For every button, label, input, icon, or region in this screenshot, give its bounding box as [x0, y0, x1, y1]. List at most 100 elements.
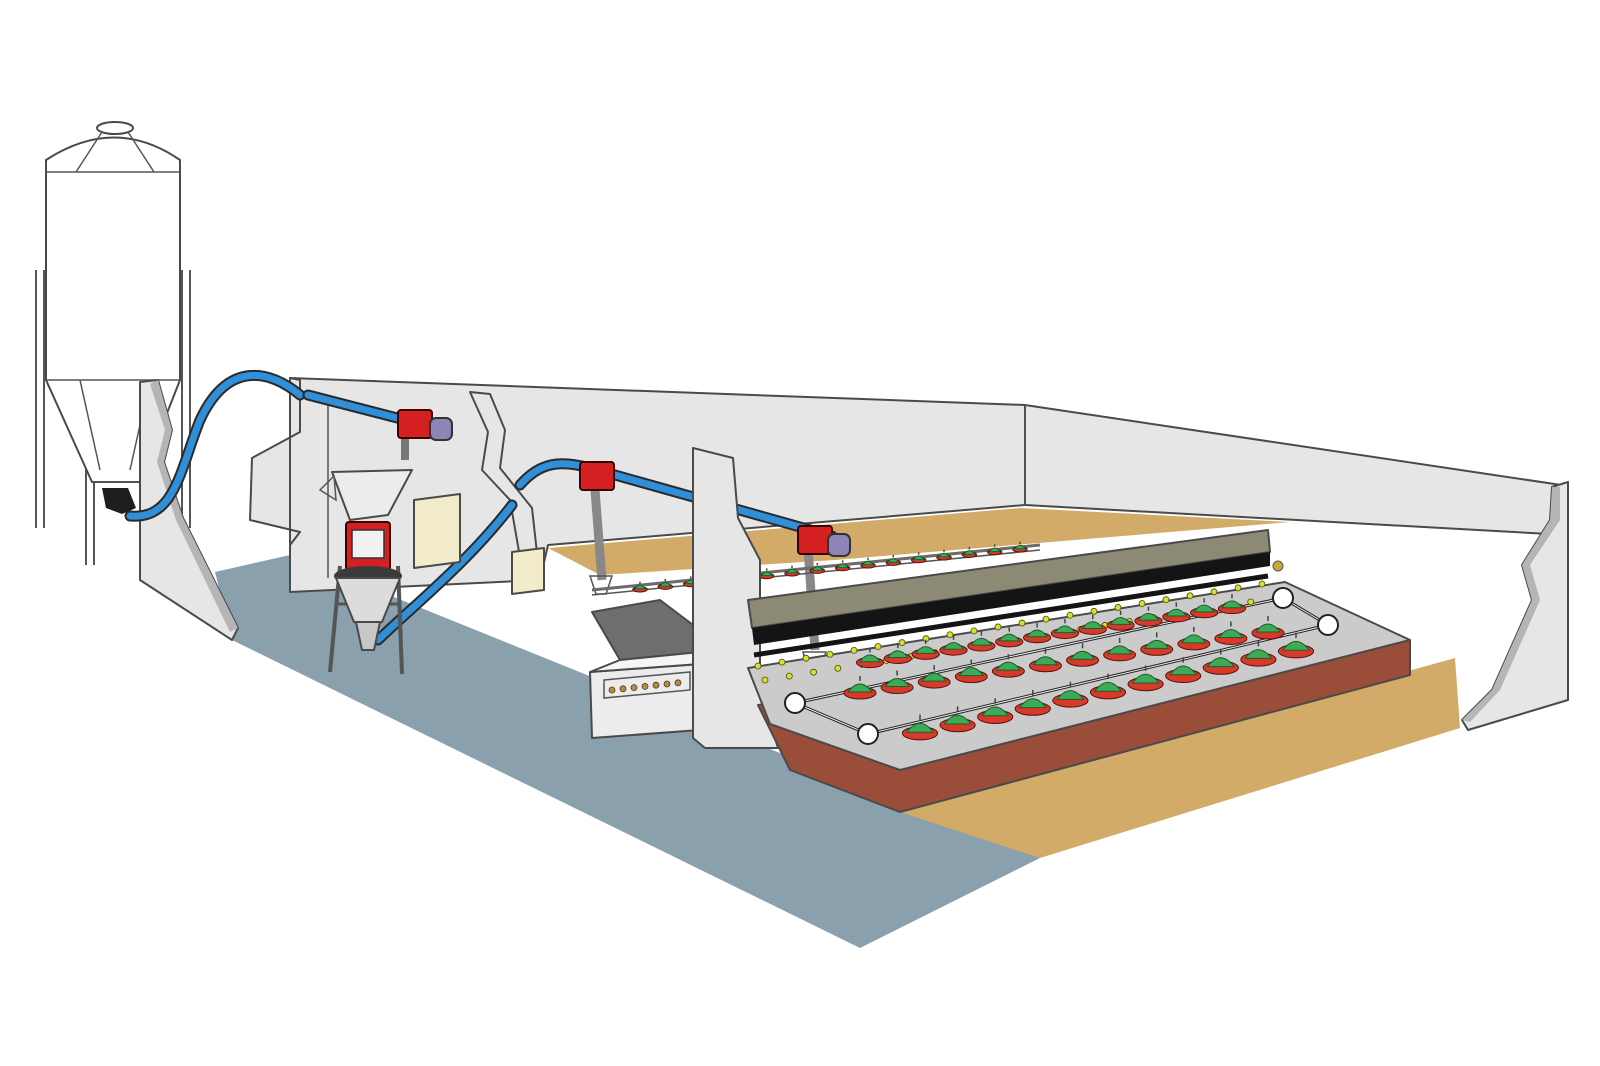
feeder-pan-icon: [901, 632, 1315, 741]
drinker-nipple: [1162, 596, 1170, 604]
drinker-nipple: [1234, 584, 1242, 592]
feed-pellet: [663, 680, 671, 688]
feeder-pan: [991, 654, 1025, 678]
feeder-pan: [1078, 614, 1107, 635]
right-wall-edge: [1462, 487, 1560, 722]
litter-floor: [900, 658, 1460, 858]
feeder-pan: [1012, 541, 1028, 553]
feeder-pan: [917, 665, 951, 689]
drinker-nipple: [778, 658, 786, 666]
feeder-pan: [883, 643, 912, 664]
walkway-floor: [215, 555, 1040, 948]
feeder-pan: [880, 670, 914, 695]
feeder-pan: [1066, 643, 1100, 667]
drinker-nipple: [1018, 619, 1026, 627]
feeder-pan: [961, 547, 978, 558]
drive-unit-icon: [397, 409, 833, 555]
feeder-pan: [1028, 648, 1062, 673]
feeder-pan: [911, 639, 940, 660]
feeder-pan: [939, 635, 968, 656]
feeder-pan: [1240, 640, 1277, 667]
drinker-nipple: [874, 643, 882, 650]
feeder-pan: [901, 714, 939, 741]
drinker-nipple: [898, 639, 906, 646]
feeder-pan: [1052, 681, 1089, 708]
feeder-pan: [1165, 657, 1202, 684]
feeder-pans-back-row: [855, 594, 1247, 669]
drinker-nipple: [1066, 611, 1074, 619]
dust-hood-icon: [747, 529, 1284, 658]
feed-pellet: [619, 685, 627, 693]
feeder-pan: [758, 568, 775, 580]
feeder-pan: [910, 552, 927, 564]
feeder-pan: [939, 706, 976, 733]
drinker-nipple: [1114, 604, 1122, 611]
feeder-pan: [1217, 594, 1247, 615]
hopper-icon: [318, 469, 413, 521]
drinker-nipple-icon: [754, 580, 1266, 670]
feed-pellet: [630, 684, 638, 691]
drinker-nipple: [754, 662, 762, 670]
drinker-nipple: [850, 646, 858, 654]
drinker-nipple: [970, 627, 978, 635]
weigh-unit-icon: [328, 521, 404, 675]
feeder-pan: [1251, 616, 1285, 640]
feed-pellet: [674, 679, 682, 687]
feeder-pan: [1177, 626, 1211, 651]
feed-bunker-icon: [589, 599, 706, 739]
boot-icon: [102, 488, 136, 514]
feeder-pan: [1140, 632, 1174, 656]
feeder-pan: [784, 565, 800, 577]
drinker-nipple: [1138, 600, 1146, 607]
feeder-pans-middle-row: [843, 616, 1285, 700]
feeder-pan: [954, 659, 988, 684]
feeder-pan: [1089, 673, 1127, 700]
feeder-pan: [834, 560, 851, 572]
control-box-icon: [413, 493, 545, 595]
bunker-feed-pellets: [608, 679, 682, 694]
feeder-pan: [1127, 665, 1164, 692]
feeder-pan: [995, 627, 1024, 648]
drinker-nipple: [946, 631, 954, 639]
feeder-pan: [1277, 632, 1315, 659]
drinker-nipple: [994, 623, 1002, 631]
motor-icon: [429, 417, 851, 557]
drinker-nipple: [1042, 615, 1050, 623]
feeder-pan: [1106, 610, 1135, 631]
drinker-nipple: [761, 676, 769, 684]
drinker-nipple: [1247, 598, 1255, 606]
feeder-pan: [1014, 690, 1051, 716]
feed-pellet: [641, 683, 649, 690]
feeder-pan: [986, 544, 1003, 556]
feeder-pan: [1103, 637, 1137, 662]
feeder-pan: [1050, 619, 1080, 640]
feeder-pan: [809, 563, 826, 574]
drinker-nipple: [834, 664, 842, 672]
feeder-pan: [967, 631, 996, 652]
feeder-pan: [1022, 623, 1052, 644]
left-wall-edge: [150, 380, 238, 632]
drinker-nipple: [1258, 580, 1266, 588]
feed-pellet: [652, 681, 660, 689]
drinker-nipple: [1186, 592, 1194, 600]
silo-icon: [35, 121, 191, 565]
feeder-pan: [885, 555, 902, 566]
drinker-nipple: [826, 650, 834, 658]
drinker-nipple: [785, 672, 793, 680]
feeder-pan: [855, 648, 885, 669]
feeder-pan: [860, 557, 876, 569]
feeder-pan: [1190, 598, 1219, 619]
drinker-nipple: [1090, 607, 1098, 615]
feeder-pan: [977, 698, 1014, 725]
feeder-pan: [1134, 606, 1163, 627]
feeder-pan: [843, 676, 877, 700]
feed-pellet: [608, 686, 616, 694]
feeder-pan: [936, 549, 952, 561]
feeder-pan: [657, 579, 674, 590]
feeder-pan: [632, 581, 648, 593]
drinker-nipple: [810, 668, 817, 676]
feeder-pan: [1214, 621, 1248, 645]
feeder-pan: [1202, 649, 1239, 675]
